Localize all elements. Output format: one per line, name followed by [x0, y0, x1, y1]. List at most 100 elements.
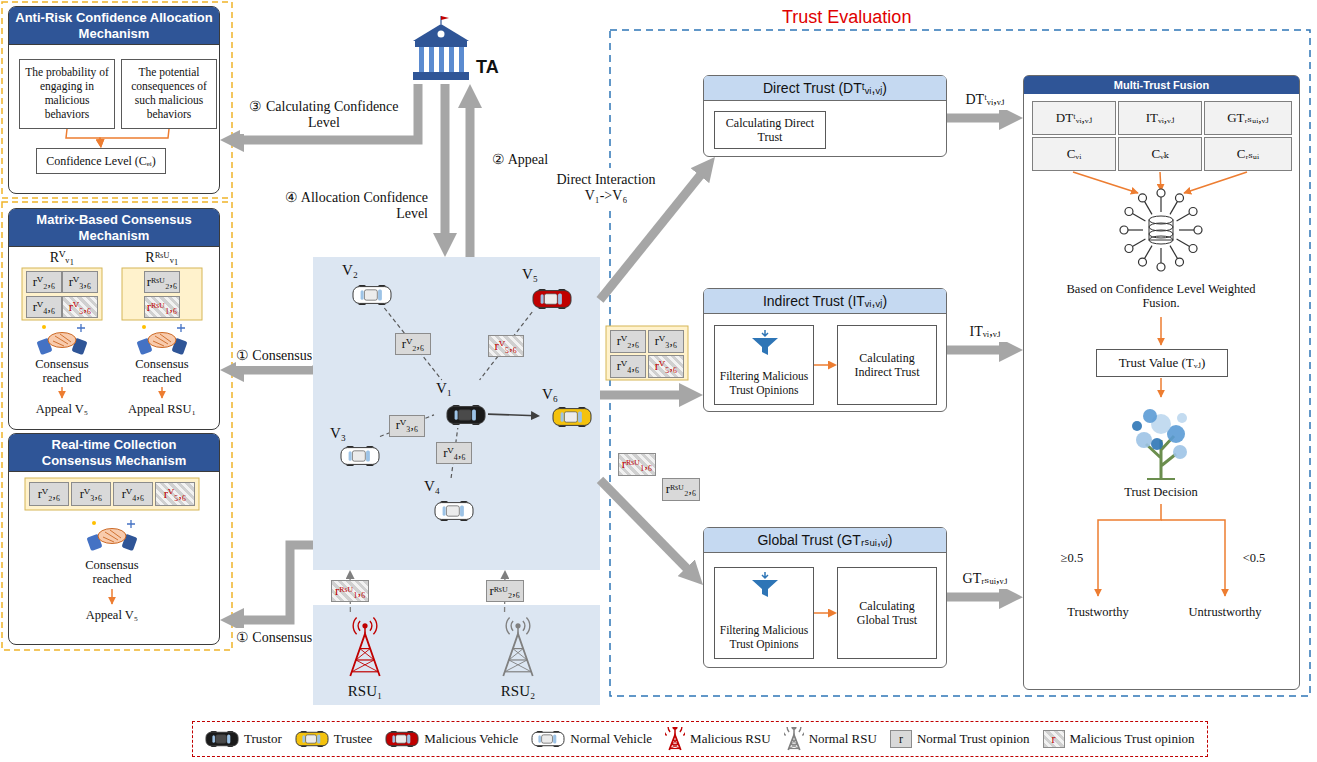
- legend-swatch: [205, 730, 239, 748]
- flow-arrow: [111, 589, 113, 604]
- flow-arrow: [1098, 504, 1161, 596]
- tower-legs: [788, 735, 800, 750]
- trust-panel: Calculating Direct TrustDirect Trust (DT…: [703, 75, 947, 157]
- car-icon: [553, 407, 591, 427]
- region-title: Trust Evaluation: [610, 6, 1310, 28]
- car-icon: [435, 501, 473, 521]
- car-body: [341, 448, 379, 465]
- tower-bar: [356, 659, 374, 660]
- fusion-node: [1157, 263, 1165, 271]
- panel-heading: Matrix-Based Consensus Mechanism: [9, 209, 219, 247]
- vehicle-icon: [446, 404, 486, 426]
- fusion-node: [1176, 258, 1184, 266]
- node-label: ITᵥᵢ,ᵥⱼ: [1146, 110, 1175, 126]
- group-region: [2, 202, 232, 650]
- authority-node: TA: [408, 12, 508, 84]
- node-label: The probability of engaging in malicious…: [24, 66, 110, 121]
- decision-tree-icon: [1132, 409, 1187, 479]
- authority-icon: [410, 16, 474, 82]
- tower-legs: [669, 735, 681, 750]
- fusion-spoke: [1160, 197, 1161, 212]
- tower-tip: [362, 623, 367, 628]
- tower-lattice: [670, 744, 680, 748]
- fusion-node: [1194, 226, 1202, 234]
- matrix-frame: [25, 478, 199, 510]
- signal-wave: [665, 727, 685, 735]
- rsu-icon: [340, 612, 390, 678]
- swatch-icon: [385, 730, 419, 748]
- handshake-icon: [86, 520, 137, 551]
- trust-opinion-cell: rⱽ₃,₆: [648, 330, 684, 353]
- legend-text: Normal RSU: [809, 731, 877, 747]
- signal-wave: [787, 727, 801, 732]
- connector-label: rⱽ₂,₆: [395, 333, 431, 355]
- tower-lattice: [352, 660, 378, 672]
- tower-tip: [672, 727, 677, 730]
- car-window: [317, 735, 320, 744]
- legend-swatch: r: [890, 730, 912, 748]
- tree-leaf: [1136, 432, 1152, 448]
- fusion-node: [1139, 258, 1147, 266]
- car-roof: [305, 735, 316, 743]
- annotation-label: Trust Decision: [1101, 482, 1221, 502]
- trust-opinion-cell: rⱽ₅,₆: [155, 482, 195, 506]
- trust-opinion-cell: rⱽ₅,₆: [648, 355, 684, 378]
- vehicle-node: V₁: [434, 380, 488, 428]
- connector-label: ① Consensus: [236, 346, 312, 366]
- car-icon: [206, 731, 238, 747]
- node-label: Cᵣₛᵤᵢ: [1237, 146, 1259, 162]
- fusion-spoke: [1177, 214, 1190, 222]
- annotation-label: Appeal RSU₁: [116, 400, 208, 418]
- node-label: Trust Value (Tᵥⱼ): [1119, 355, 1206, 371]
- trust-opinion-cell: rⱽ₂,₆: [610, 330, 646, 353]
- authority-building: [413, 16, 469, 80]
- legend-text: Trustee: [334, 731, 373, 747]
- trust-opinion-cell: rⱽ₃,₆: [62, 271, 98, 293]
- node-label: The potential consequences of such malic…: [126, 66, 212, 121]
- car-window: [378, 289, 382, 300]
- connector-label: ④ Allocation Confidence Level: [258, 186, 430, 226]
- trust-opinion-cell: rᴿˢᵁ₁,₆: [618, 453, 656, 476]
- flow-arrow: [1073, 172, 1138, 193]
- panel-heading: Global Trust (GTᵣₛᵤᵢ,ᵥⱼ): [704, 528, 946, 553]
- signal-wave: [358, 621, 372, 631]
- input-cell: Cᵣₛᵤᵢ: [1204, 137, 1292, 171]
- mechanism-panel: The probability of engaging in malicious…: [8, 6, 220, 194]
- tower-lattice: [509, 649, 527, 660]
- car-window: [541, 294, 544, 304]
- vehicle-node: V₂: [340, 262, 392, 308]
- car-roof: [542, 735, 553, 743]
- car-icon: [386, 731, 418, 747]
- fusion-node: [1189, 245, 1197, 253]
- filter-arrow: [762, 572, 768, 578]
- car-window: [366, 450, 370, 461]
- signal-wave: [506, 617, 530, 634]
- tree-leaf: [1173, 445, 1187, 459]
- fusion-spoke: [1128, 229, 1143, 230]
- car-roof: [446, 506, 459, 516]
- connector-label: ③ Calculating Confidence Level: [240, 96, 408, 134]
- filter-icon: [750, 330, 780, 356]
- handshake-icon: [36, 324, 87, 355]
- factor-box: The potential consequences of such malic…: [121, 59, 217, 129]
- trust-opinion-cell: rᴿˢᵁ₂,₆: [662, 478, 700, 501]
- annotation-label: Consensus reached: [74, 557, 150, 587]
- car-window: [227, 735, 230, 744]
- input-cell: DTᵗᵥᵢ,ᵥⱼ: [1032, 101, 1116, 135]
- car-body: [533, 291, 571, 308]
- connector: [384, 308, 441, 380]
- tower-legs: [503, 634, 532, 676]
- filter-funnel: [752, 338, 778, 355]
- input-cell: GTᵣₛᵤᵢ,ᵥⱼ: [1204, 101, 1292, 135]
- car-body: [553, 409, 591, 426]
- rsu-icon: [493, 612, 543, 678]
- car-body: [532, 732, 564, 745]
- fusion-panel: DTᵗᵥᵢ,ᵥⱼITᵥᵢ,ᵥⱼGTᵣₛᵤᵢ,ᵥⱼCᵥᵢCᵥₖCᵣₛᵤᵢTrust…: [1023, 75, 1300, 690]
- flow-arrow: [1184, 172, 1247, 193]
- filter-arrow: [762, 330, 768, 336]
- connector: [441, 84, 450, 245]
- flow-arrow: [1160, 378, 1162, 397]
- matrix-frame: [122, 268, 202, 320]
- vehicle-icon: [352, 284, 392, 306]
- legend-item: rNormal Trust opinion: [890, 730, 1030, 748]
